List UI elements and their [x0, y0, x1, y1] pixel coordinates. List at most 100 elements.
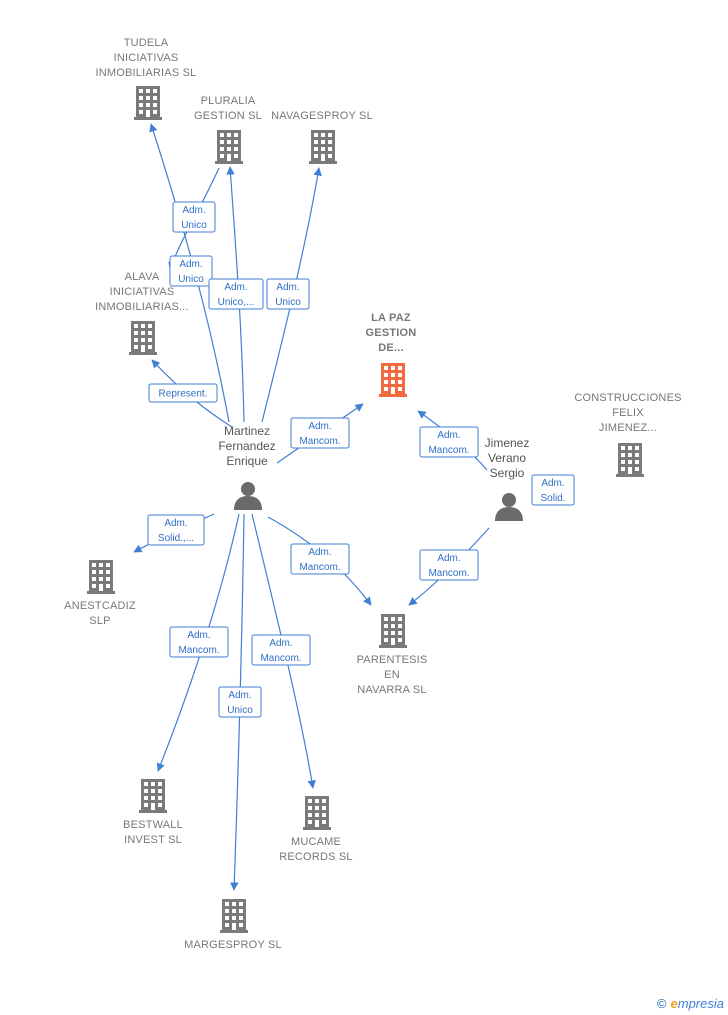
edge-label-text: Adm. — [224, 282, 247, 293]
edge-label-text: Adm. — [179, 259, 202, 270]
edge-label-e-mucame[interactable]: Adm.Mancom. — [251, 634, 311, 666]
edge-label-text: Adm. — [228, 690, 251, 701]
building-icon — [616, 443, 644, 477]
company-node-lapaz[interactable]: LA PAZGESTIONDE... — [366, 312, 417, 397]
company-name: SLP — [89, 615, 110, 627]
edge-label-text: Mancom. — [299, 436, 340, 447]
edge-label-e-alava[interactable]: Represent. — [148, 383, 218, 403]
building-icon — [303, 796, 331, 830]
company-node-anestcadiz[interactable]: ANESTCADIZ SLP — [64, 560, 136, 627]
edge-label-text: Unico — [181, 220, 207, 231]
edge-label-text: Mancom. — [178, 645, 219, 656]
edge-label-text: Adm. — [269, 638, 292, 649]
copyright-icon: © — [656, 996, 667, 1011]
edge-label-box — [290, 417, 350, 449]
edge-label-e-tudela[interactable]: Adm. Unico — [172, 201, 216, 233]
edge-label-e-lapaz-jimenez[interactable]: Adm.Mancom. — [419, 426, 479, 458]
building-icon — [379, 614, 407, 648]
edge-label-text: Unico — [275, 297, 301, 308]
company-name: NAVARRA SL — [357, 684, 426, 696]
building-icon — [129, 321, 157, 355]
company-name: PLURALIA — [201, 95, 256, 107]
company-name: GESTION — [366, 327, 417, 339]
company-node-navagesproy[interactable]: NAVAGESPROY SL — [271, 110, 373, 164]
edge-label-box — [419, 426, 479, 458]
company-node-tudela[interactable]: TUDELA INICIATIVAS INMOBILIARIAS SL — [95, 37, 196, 120]
edge-label-box — [147, 514, 205, 546]
edge-label-e-navagesproy[interactable]: Adm. Unico — [266, 278, 310, 310]
company-name: INICIATIVAS — [110, 286, 175, 298]
edge-label-text: Adm. — [437, 430, 460, 441]
company-name: INMOBILIARIAS SL — [95, 67, 196, 79]
edge-label-text: Mancom. — [299, 562, 340, 573]
company-name: GESTION SL — [194, 110, 262, 122]
company-name: RECORDS SL — [279, 851, 353, 863]
edge-label-text: Represent. — [159, 389, 208, 400]
edge-label-text: Adm. — [308, 547, 331, 558]
company-name: EN — [384, 669, 400, 681]
edge-label-text: Solid.,... — [158, 533, 194, 544]
edge-label-box — [251, 634, 311, 666]
edge-label-box — [148, 383, 218, 403]
edge-label-e-construcciones[interactable]: Adm. Solid. — [531, 474, 575, 506]
edge-label-text: Adm. — [276, 282, 299, 293]
company-name: JIMENEZ... — [599, 422, 657, 434]
company-name: CONSTRUCCIONES — [574, 392, 681, 404]
edge-label-text: Adm. — [164, 518, 187, 529]
edge-label-box — [218, 686, 262, 718]
person-name: Martinez — [224, 424, 270, 438]
edge-label-text: Adm. — [182, 205, 205, 216]
company-name: INICIATIVAS — [114, 52, 179, 64]
edge-label-text: Unico — [227, 705, 253, 716]
company-node-construcciones[interactable]: CONSTRUCCIONESFELIXJIMENEZ... — [574, 392, 681, 477]
building-icon — [379, 363, 407, 397]
edge-label-e-margesproy[interactable]: Adm. Unico — [218, 686, 262, 718]
edge-label-e-anestcadiz[interactable]: Adm. Solid.,... — [147, 514, 205, 546]
building-icon — [220, 899, 248, 933]
edge-label-e-pluralia-alava[interactable]: Adm. Unico — [169, 255, 213, 287]
edge-label-text: Mancom. — [428, 568, 469, 579]
person-name: Verano — [488, 451, 526, 465]
building-icon — [215, 130, 243, 164]
edge-label-text: Adm. — [541, 478, 564, 489]
company-name: ALAVA — [125, 271, 160, 283]
company-name: MARGESPROY SL — [184, 939, 282, 951]
edge-label-box — [169, 255, 213, 287]
edge-label-text: Adm. — [187, 630, 210, 641]
company-node-pluralia[interactable]: PLURALIA GESTION SL — [194, 95, 262, 164]
edge-label-text: Adm. — [437, 553, 460, 564]
building-icon — [87, 560, 115, 594]
edge-label-e-pluralia[interactable]: Adm. Unico,... — [208, 278, 264, 310]
brand-initial: e — [670, 996, 678, 1011]
building-icon — [134, 86, 162, 120]
person-name: Sergio — [490, 466, 525, 480]
edge-label-e-parentesis-jimenez[interactable]: Adm. Mancom. — [419, 549, 479, 581]
company-name: DE... — [378, 342, 403, 354]
edge-label-box — [169, 626, 229, 658]
edge-label-e-bestwall[interactable]: Adm. Mancom. — [169, 626, 229, 658]
building-icon — [139, 779, 167, 813]
empresia-logo[interactable]: ©empresia — [657, 996, 724, 1011]
person-name: Enrique — [226, 454, 268, 468]
edge-label-text: Unico — [178, 274, 204, 285]
person-name: Jimenez — [485, 436, 530, 450]
edge-label-e-parentesis-martinez[interactable]: Adm. Mancom. — [290, 543, 350, 575]
company-node-margesproy[interactable]: MARGESPROY SL — [184, 899, 282, 951]
edge-label-box — [208, 278, 264, 310]
company-name: NAVAGESPROY SL — [271, 110, 373, 122]
edge-label-text: Unico,... — [218, 297, 255, 308]
company-name: ANESTCADIZ — [64, 600, 136, 612]
company-node-alava[interactable]: ALAVA INICIATIVAS INMOBILIARIAS... — [95, 271, 189, 355]
company-name: TUDELA — [124, 37, 169, 49]
edge-label-text: Solid. — [540, 493, 565, 504]
building-icon — [309, 130, 337, 164]
edge-label-e-lapaz-martinez[interactable]: Adm.Mancom. — [290, 417, 350, 449]
company-name: INMOBILIARIAS... — [95, 301, 189, 313]
edge-label-box — [419, 549, 479, 581]
